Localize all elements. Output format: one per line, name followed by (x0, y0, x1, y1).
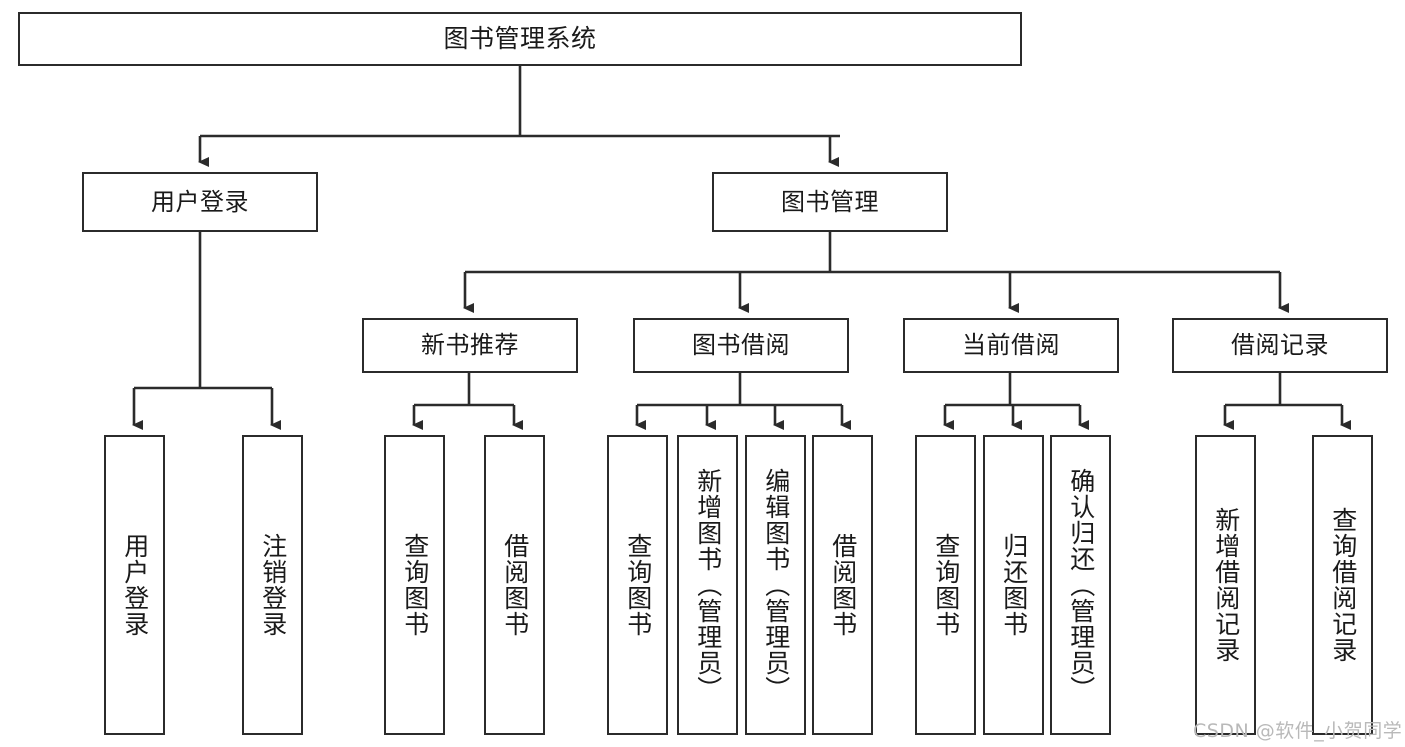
node-label: 图书借阅 (692, 331, 790, 360)
leaf-borrow-record-add-record[interactable]: 新增借阅记录 (1195, 435, 1256, 735)
node-label: 借阅图书 (828, 533, 858, 637)
leaf-current-borrow-query-book[interactable]: 查询图书 (915, 435, 976, 735)
node-label: 归还图书 (999, 533, 1029, 637)
csdn-watermark: CSDN @软件_小贺同学 (1193, 720, 1403, 742)
node-label: 注销登录 (258, 533, 288, 637)
node-label: 用户登录 (120, 533, 150, 637)
node-root-book-management-system[interactable]: 图书管理系统 (18, 12, 1022, 66)
leaf-new-book-borrow-book[interactable]: 借阅图书 (484, 435, 545, 735)
node-borrow-record[interactable]: 借阅记录 (1172, 318, 1388, 373)
leaf-user-login-login[interactable]: 用户登录 (104, 435, 165, 735)
node-label: 借阅记录 (1231, 331, 1329, 360)
node-label: 编辑图书（管理员） (761, 468, 791, 702)
node-label: 图书管理系统 (443, 24, 597, 53)
leaf-book-borrow-query-book[interactable]: 查询图书 (607, 435, 668, 735)
node-label: 查询图书 (400, 533, 430, 637)
leaf-book-borrow-edit-book-admin[interactable]: 编辑图书（管理员） (745, 435, 806, 735)
node-label: 新增借阅记录 (1211, 507, 1241, 663)
node-label: 确认归还（管理员） (1066, 468, 1096, 702)
node-label: 借阅图书 (500, 533, 530, 637)
leaf-new-book-query-book[interactable]: 查询图书 (384, 435, 445, 735)
node-label: 查询借阅记录 (1328, 507, 1358, 663)
node-book-borrow[interactable]: 图书借阅 (633, 318, 849, 373)
leaf-book-borrow-borrow-book[interactable]: 借阅图书 (812, 435, 873, 735)
node-label: 新书推荐 (421, 331, 519, 360)
node-label: 用户登录 (151, 187, 249, 216)
node-label: 当前借阅 (962, 331, 1060, 360)
node-label: 查询图书 (623, 533, 653, 637)
node-book-management[interactable]: 图书管理 (712, 172, 948, 232)
leaf-book-borrow-add-book-admin[interactable]: 新增图书（管理员） (677, 435, 738, 735)
leaf-current-borrow-return-book[interactable]: 归还图书 (983, 435, 1044, 735)
node-current-borrow[interactable]: 当前借阅 (903, 318, 1119, 373)
node-new-book-recommend[interactable]: 新书推荐 (362, 318, 578, 373)
node-user-login[interactable]: 用户登录 (82, 172, 318, 232)
leaf-current-borrow-confirm-return-admin[interactable]: 确认归还（管理员） (1050, 435, 1111, 735)
node-label: 图书管理 (781, 187, 879, 216)
leaf-borrow-record-query-record[interactable]: 查询借阅记录 (1312, 435, 1373, 735)
leaf-user-login-logout[interactable]: 注销登录 (242, 435, 303, 735)
node-label: 查询图书 (931, 533, 961, 637)
node-label: 新增图书（管理员） (693, 468, 723, 702)
